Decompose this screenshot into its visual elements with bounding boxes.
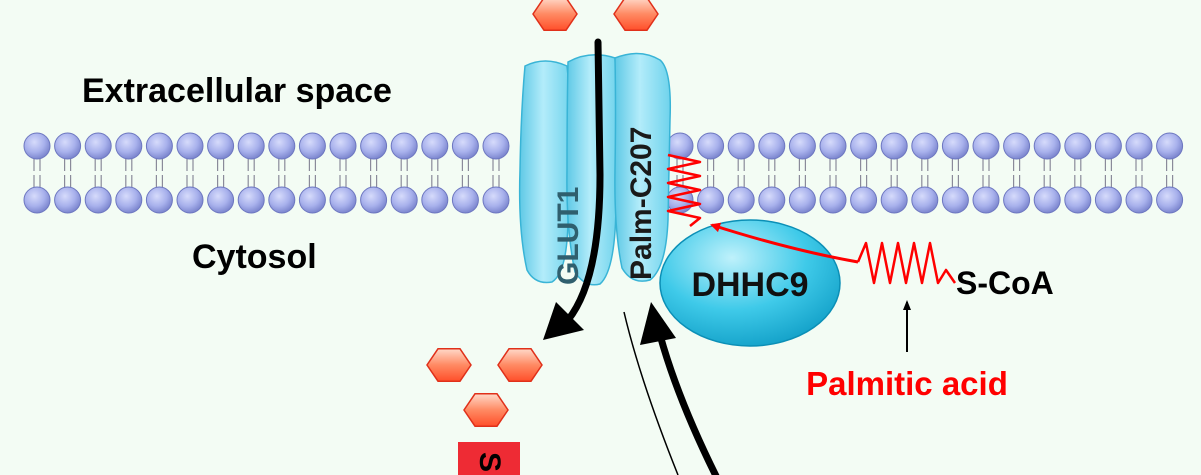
lipid-head — [788, 132, 816, 160]
lipid-head — [23, 132, 51, 160]
lipid-head — [451, 186, 479, 214]
palm-c207-label: Palm-C207 — [625, 127, 658, 280]
lipid-head — [1003, 186, 1031, 214]
glut1-transporter — [518, 52, 672, 286]
lipid-head — [482, 132, 510, 160]
lipid-head — [207, 132, 235, 160]
lipid-head — [176, 132, 204, 160]
lipid-head — [1003, 132, 1031, 160]
lipid-head — [1094, 186, 1122, 214]
lipid-bilayer — [23, 132, 1184, 214]
lipid-head — [911, 186, 939, 214]
lipid-head — [329, 186, 357, 214]
feedback-arrowhead — [640, 302, 676, 345]
lipid-head — [237, 186, 265, 214]
palmitic-acid-label: Palmitic acid — [806, 365, 1008, 402]
lipid-head — [697, 132, 725, 160]
lipid-head — [911, 132, 939, 160]
lipid-head — [880, 186, 908, 214]
lipid-head — [360, 132, 388, 160]
lipid-head — [941, 132, 969, 160]
lipid-head — [1033, 132, 1061, 160]
lipid-head — [145, 132, 173, 160]
lipid-head — [268, 186, 296, 214]
lipid-head — [1156, 186, 1184, 214]
lipid-head — [207, 186, 235, 214]
lipid-head — [1064, 186, 1092, 214]
lipid-head — [1125, 186, 1153, 214]
lipid-head — [145, 186, 173, 214]
lipid-head — [819, 186, 847, 214]
lipid-head — [819, 132, 847, 160]
lipid-head — [1094, 132, 1122, 160]
lipid-head — [451, 132, 479, 160]
lipid-head — [390, 132, 418, 160]
lipid-head — [1156, 132, 1184, 160]
cytosol-label: Cytosol — [192, 238, 317, 276]
lipid-head — [697, 186, 725, 214]
glucose-molecules — [426, 0, 659, 427]
extracellular-space-label: Extracellular space — [82, 72, 392, 110]
glucose-transport-arrow — [564, 38, 604, 324]
lipid-head — [268, 132, 296, 160]
bottom-box-label: S — [473, 452, 506, 472]
lipid-head — [758, 186, 786, 214]
palmitoylation-arrow — [710, 222, 859, 264]
glucose-hexagon-icon — [497, 348, 543, 382]
lipid-head — [1125, 132, 1153, 160]
lipid-head — [972, 132, 1000, 160]
lipid-head — [421, 186, 449, 214]
lipid-head — [23, 186, 51, 214]
lipid-head — [482, 186, 510, 214]
glucose-hexagon-icon — [426, 348, 472, 382]
lipid-head — [54, 186, 82, 214]
glucose-hexagon-icon — [613, 0, 659, 31]
lipid-head — [880, 132, 908, 160]
lipid-head — [1033, 186, 1061, 214]
palmitoyl-coa-chain-icon — [856, 241, 957, 285]
lipid-head — [237, 132, 265, 160]
s-coa-label: S-CoA — [956, 265, 1054, 301]
lipid-head — [788, 186, 816, 214]
bottom-box — [458, 442, 520, 475]
transport-arrowhead — [543, 302, 584, 340]
lipid-head — [84, 132, 112, 160]
lipid-head — [727, 186, 755, 214]
lipid-head — [727, 132, 755, 160]
lipid-head — [329, 132, 357, 160]
lipid-head — [1064, 132, 1092, 160]
dhhc9-enzyme — [659, 219, 841, 347]
lipid-head — [84, 186, 112, 214]
glut1-label: GLUT1 — [552, 187, 585, 285]
lipid-head — [54, 132, 82, 160]
dhhc9-label: DHHC9 — [691, 266, 808, 304]
lipid-head — [298, 186, 326, 214]
lipid-head — [390, 186, 418, 214]
lipid-head — [972, 186, 1000, 214]
thin-signal-line — [623, 311, 679, 475]
lipid-head — [115, 186, 143, 214]
lipid-head — [758, 132, 786, 160]
lipid-head — [421, 132, 449, 160]
lipid-head — [115, 132, 143, 160]
lipid-head — [360, 186, 388, 214]
lipid-head — [941, 186, 969, 214]
lipid-head — [298, 132, 326, 160]
lipid-head — [176, 186, 204, 214]
feedback-arrow — [656, 331, 720, 475]
glucose-hexagon-icon — [463, 393, 509, 427]
lipid-head — [850, 186, 878, 214]
attached-palmitoyl-chain-icon — [666, 153, 702, 227]
lipid-head — [850, 132, 878, 160]
glucose-hexagon-icon — [532, 0, 578, 31]
